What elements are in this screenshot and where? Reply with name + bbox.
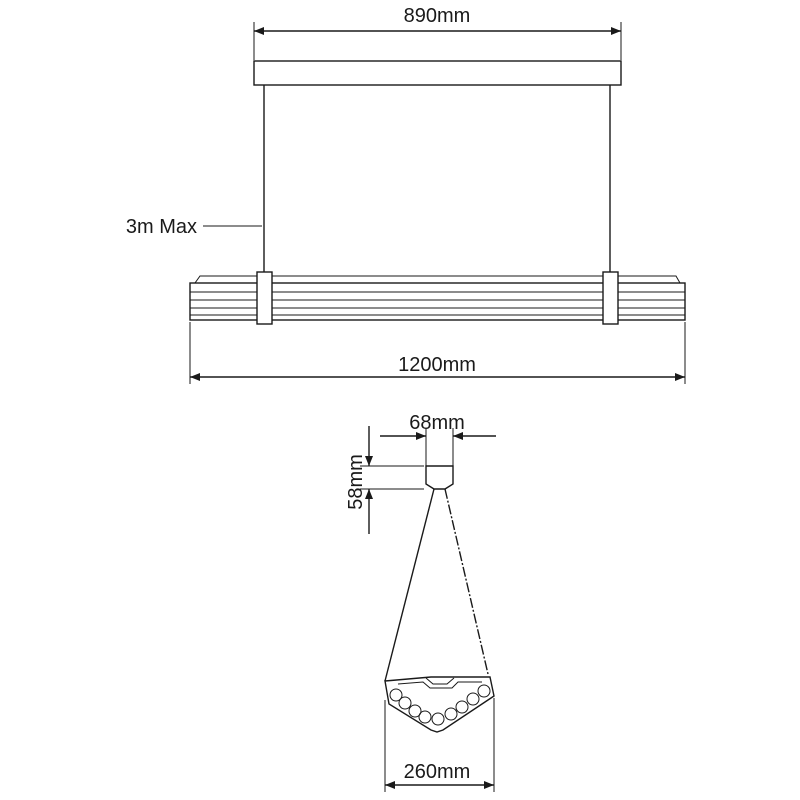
led-bead (444, 707, 458, 721)
ceiling-canopy-bar (253, 60, 622, 86)
fixture-length-dimension: 1200mm (189, 322, 686, 384)
fixture-side-label: 260mm (404, 761, 471, 783)
cable-clamp-right (602, 271, 619, 325)
fixture-side-dimension: 260mm (384, 698, 495, 792)
canopy-width-label: 890mm (404, 5, 471, 27)
canopy-side-label: 68mm (409, 412, 465, 434)
side-cable-right (444, 488, 489, 675)
canopy-height-dimension: 58mm (345, 426, 424, 534)
led-bead (389, 688, 403, 702)
canopy-height-label: 58mm (345, 454, 367, 510)
led-bead (408, 704, 422, 718)
led-bead (477, 684, 491, 698)
canopy-side-profile (425, 465, 454, 490)
cable-length-callout: 3m Max (126, 216, 262, 238)
cable-length-label: 3m Max (126, 216, 197, 238)
canopy-width-dimension: 890mm (253, 5, 622, 60)
led-bead (418, 710, 432, 724)
fixture-length-label: 1200mm (398, 354, 476, 376)
led-bead (431, 712, 445, 726)
led-bead (455, 700, 469, 714)
front-view: 890mm 3m Max 1200mm (126, 5, 686, 384)
side-view: 68mm 58mm (345, 412, 496, 792)
cable-clamp-left (256, 271, 273, 325)
fixture-cross-section (384, 676, 495, 733)
canopy-side-dimension: 68mm (380, 412, 496, 466)
side-cable-left (384, 488, 435, 682)
led-bead (398, 696, 412, 710)
led-bead (466, 692, 480, 706)
light-fixture-body (189, 271, 686, 325)
